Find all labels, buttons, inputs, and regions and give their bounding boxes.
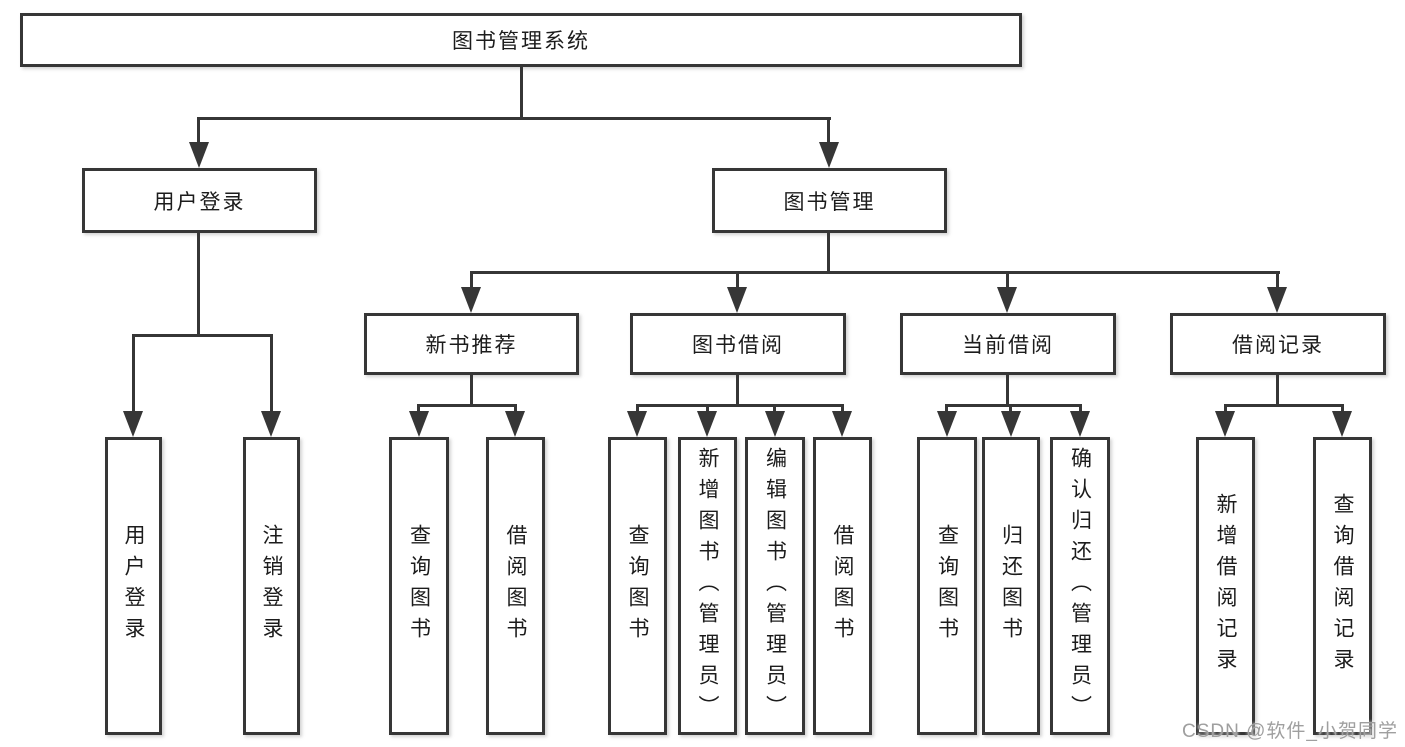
connector-g4-drop-2: [1341, 404, 1344, 416]
connector-user-drop-2: [270, 334, 273, 414]
node-new-book-recommend: 新书推荐: [364, 313, 579, 375]
connector-user-drop-1: [132, 334, 135, 414]
arrowhead-down: [1070, 411, 1090, 437]
connector-g2-drop-2: [706, 404, 709, 416]
leaf-borrow-book: 借阅图书: [813, 437, 872, 735]
connector-g2-hbar: [636, 404, 844, 407]
connector-root-drop-right: [827, 117, 830, 145]
arrowhead-down: [727, 287, 747, 313]
arrowhead-down: [1215, 411, 1235, 437]
connector-g2-trunk: [736, 375, 739, 407]
node-borrow-records-label: 借阅记录: [1232, 334, 1324, 357]
leaf-edit-book-admin-label: 编辑图书（管理员）: [763, 446, 787, 726]
connector-g1-hbar: [417, 404, 517, 407]
leaf-query-book-current-label: 查询图书: [935, 524, 959, 648]
connector-g4-hbar: [1224, 404, 1344, 407]
leaf-user-login: 用户登录: [105, 437, 162, 735]
connector-root-hbar: [197, 117, 831, 120]
arrowhead-down: [1267, 287, 1287, 313]
connector-bm-drop-1: [470, 271, 473, 291]
watermark-csdn: CSDN @软件_小贺同学: [1182, 721, 1398, 742]
node-book-management-label: 图书管理: [783, 190, 876, 214]
leaf-add-borrow-record-label: 新增借阅记录: [1214, 493, 1237, 679]
connector-bm-drop-4: [1276, 271, 1279, 291]
leaf-add-book-admin: 新增图书（管理员）: [678, 437, 737, 735]
arrowhead-down: [123, 411, 143, 437]
node-borrow-records: 借阅记录: [1170, 313, 1386, 375]
leaf-query-book-current: 查询图书: [917, 437, 977, 735]
arrowhead-down: [832, 411, 852, 437]
node-user-login-label: 用户登录: [153, 190, 246, 214]
leaf-user-login-label: 用户登录: [122, 524, 145, 648]
arrowhead-down: [1001, 411, 1021, 437]
connector-g1-trunk: [470, 375, 473, 407]
arrowhead-down: [189, 142, 209, 168]
leaf-logout-label: 注销登录: [260, 524, 283, 648]
connector-g2-drop-4: [841, 404, 844, 416]
connector-user-trunk: [197, 233, 200, 337]
node-root: 图书管理系统: [20, 13, 1022, 67]
connector-bm-drop-2: [736, 271, 739, 291]
node-current-borrow: 当前借阅: [900, 313, 1116, 375]
leaf-borrow-book-label: 借阅图书: [831, 524, 854, 648]
connector-user-hbar: [132, 334, 273, 337]
connector-g2-drop-3: [773, 404, 776, 416]
node-root-label: 图书管理系统: [452, 30, 590, 53]
connector-bm-hbar: [470, 271, 1280, 274]
arrowhead-down: [1332, 411, 1352, 437]
arrowhead-down: [505, 411, 525, 437]
leaf-query-book-recommend-label: 查询图书: [407, 524, 431, 648]
arrowhead-down: [765, 411, 785, 437]
arrowhead-down: [409, 411, 429, 437]
leaf-query-borrow-record-label: 查询借阅记录: [1331, 493, 1354, 679]
leaf-logout: 注销登录: [243, 437, 300, 735]
leaf-borrow-book-recommend: 借阅图书: [486, 437, 545, 735]
arrowhead-down: [937, 411, 957, 437]
connector-root-trunk: [520, 66, 523, 120]
leaf-return-book-label: 归还图书: [999, 524, 1023, 648]
arrowhead-down: [461, 287, 481, 313]
node-user-login: 用户登录: [82, 168, 317, 233]
connector-g4-trunk: [1276, 375, 1279, 407]
connector-g3-drop-2: [1009, 404, 1012, 416]
connector-g1-drop-2: [514, 404, 517, 416]
arrowhead-down: [697, 411, 717, 437]
arrowhead-down: [997, 287, 1017, 313]
connector-g3-trunk: [1006, 375, 1009, 407]
leaf-query-borrow-record: 查询借阅记录: [1313, 437, 1372, 735]
connector-g3-drop-1: [945, 404, 948, 416]
node-book-management: 图书管理: [712, 168, 947, 233]
node-book-borrow: 图书借阅: [630, 313, 846, 375]
arrowhead-down: [819, 142, 839, 168]
connector-g4-drop-1: [1224, 404, 1227, 416]
node-book-borrow-label: 图书借阅: [692, 334, 784, 357]
arrowhead-down: [627, 411, 647, 437]
connector-g3-drop-3: [1079, 404, 1082, 416]
connector-g3-hbar: [945, 404, 1082, 407]
connector-g2-drop-1: [636, 404, 639, 416]
connector-g1-drop-1: [417, 404, 420, 416]
connector-bm-drop-3: [1006, 271, 1009, 291]
leaf-borrow-book-recommend-label: 借阅图书: [504, 524, 527, 648]
leaf-query-book-borrow-label: 查询图书: [626, 524, 649, 648]
leaf-edit-book-admin: 编辑图书（管理员）: [745, 437, 805, 735]
node-new-book-recommend-label: 新书推荐: [425, 334, 518, 357]
connector-bm-trunk: [827, 233, 830, 274]
connector-root-drop-left: [197, 117, 200, 145]
leaf-confirm-return-admin: 确认归还（管理员）: [1050, 437, 1110, 735]
leaf-query-book-recommend: 查询图书: [389, 437, 449, 735]
leaf-return-book: 归还图书: [982, 437, 1040, 735]
leaf-query-book-borrow: 查询图书: [608, 437, 667, 735]
leaf-add-book-admin-label: 新增图书（管理员）: [696, 446, 719, 726]
leaf-confirm-return-admin-label: 确认归还（管理员）: [1068, 446, 1092, 726]
node-current-borrow-label: 当前借阅: [962, 334, 1054, 357]
arrowhead-down: [261, 411, 281, 437]
leaf-add-borrow-record: 新增借阅记录: [1196, 437, 1255, 735]
